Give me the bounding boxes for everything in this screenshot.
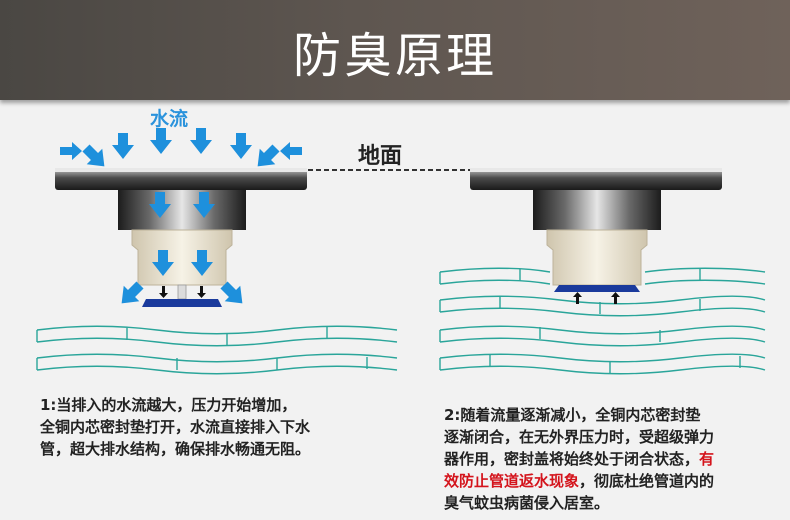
floor-label: 地面 xyxy=(358,144,403,169)
caption-line: 全铜内芯密封垫打开，水流直接排入下水 xyxy=(40,418,311,436)
caption-highlight: 有 xyxy=(699,450,715,468)
pipe-waves-left xyxy=(36,325,398,375)
caption-line: 1:当排入的水流越大，压力开始增加， xyxy=(40,396,297,414)
caption-highlight: 效防止管道返水现象 xyxy=(444,472,580,490)
caption-line: 管，超大排水结构，确保排水畅通无阻。 xyxy=(40,440,311,458)
header-bar: 防臭原理 xyxy=(0,0,790,100)
caption-open-state: 1:当排入的水流越大，压力开始增加， 全铜内芯密封垫打开，水流直接排入下水 管，… xyxy=(40,394,390,460)
caption-line: 效防止管道返水现象，彻底杜绝管道内的 xyxy=(444,470,784,492)
caption-line: 2:随着流量逐渐减小，全铜内芯密封垫 xyxy=(444,406,701,424)
drain-closed xyxy=(439,168,766,375)
page-title: 防臭原理 xyxy=(292,28,497,84)
caption-text: ，彻底杜绝管道内的 xyxy=(579,472,715,490)
caption-closed-state: 2:随着流量逐渐减小，全铜内芯密封垫 逐渐闭合，在无外界压力时，受超级弹力 器作… xyxy=(444,404,784,514)
caption-line: 臭气蚊虫病菌侵入居室。 xyxy=(444,494,610,512)
water-flow-label: 水流 xyxy=(150,108,189,130)
caption-line: 器作用，密封盖将始终处于闭合状态，有 xyxy=(444,448,784,470)
caption-text: 器作用，密封盖将始终处于闭合状态， xyxy=(444,450,700,468)
caption-line: 逐渐闭合，在无外界压力时，受超级弹力 xyxy=(444,428,715,446)
drain-open xyxy=(36,128,398,375)
